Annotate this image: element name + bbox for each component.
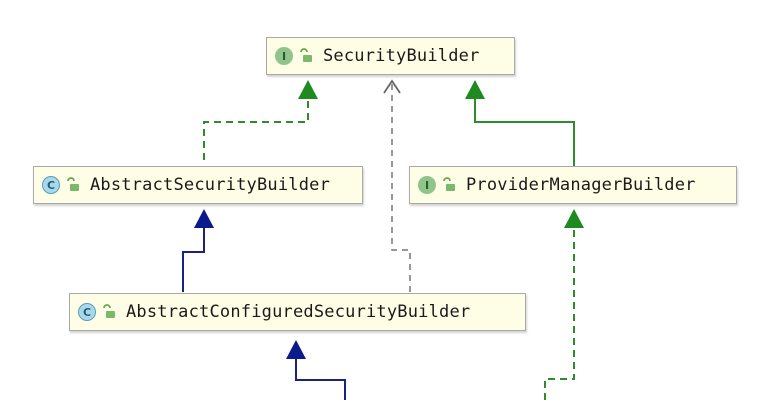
interface-icon: I: [418, 176, 436, 194]
node-label: ProviderManagerBuilder: [466, 175, 696, 195]
edge-offscreen-implements-provider-manager-builder: [544, 209, 584, 400]
dependency-arrowhead: [383, 79, 401, 94]
unlocked-icon: [67, 177, 79, 191]
node-security-builder[interactable]: I SecurityBuilder: [266, 37, 515, 75]
extends-interface-arrowhead: [465, 80, 485, 99]
unlocked-icon: [103, 304, 115, 318]
unlocked-icon: [300, 48, 312, 62]
class-icon: C: [78, 303, 96, 321]
node-provider-manager-builder[interactable]: I ProviderManagerBuilder: [409, 166, 737, 204]
unlocked-icon: [443, 177, 455, 191]
class-icon: C: [42, 176, 60, 194]
edge-provider-manager-builder-extends-security-builder: [465, 80, 575, 167]
implements-arrowhead: [298, 80, 318, 99]
edge-offscreen-extends-configured-builder: [286, 340, 346, 400]
edge-configured-builder-extends-abstract-security-builder: [182, 209, 214, 292]
interface-icon: I: [275, 47, 293, 65]
extends-arrowhead: [286, 340, 306, 359]
node-label: SecurityBuilder: [323, 46, 480, 66]
node-label: AbstractConfiguredSecurityBuilder: [126, 302, 471, 322]
node-abstract-configured-security-builder[interactable]: C AbstractConfiguredSecurityBuilder: [69, 293, 526, 331]
node-label: AbstractSecurityBuilder: [90, 175, 331, 195]
extends-arrowhead: [194, 209, 214, 228]
edge-abstract-security-builder-implements-security-builder: [203, 80, 318, 160]
implements-arrowhead: [564, 209, 584, 228]
node-abstract-security-builder[interactable]: C AbstractSecurityBuilder: [33, 166, 363, 204]
edge-configured-builder-depends-security-builder: [383, 79, 411, 292]
